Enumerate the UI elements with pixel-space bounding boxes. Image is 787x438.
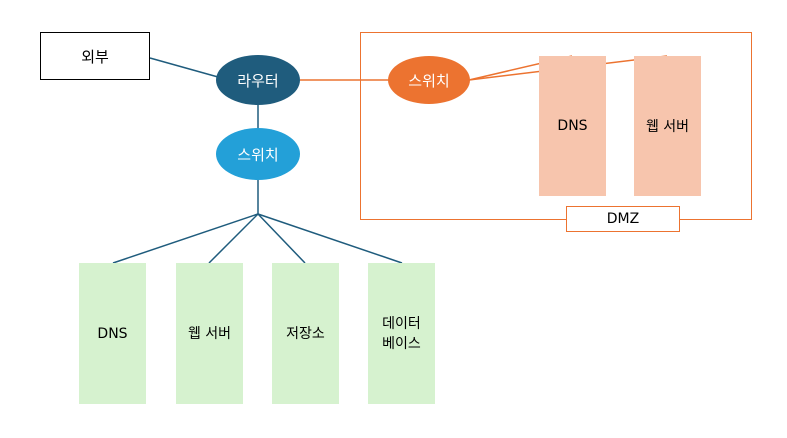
router-node: 라우터	[216, 55, 300, 105]
link-lan-web	[208, 213, 259, 264]
link-lan-database	[257, 213, 403, 264]
dmz-zone	[360, 32, 752, 220]
dmz-web-server: 웹 서버	[634, 56, 701, 196]
link-outside-router	[149, 57, 219, 78]
dmz-label: DMZ	[566, 206, 680, 232]
link-lan-storage	[257, 213, 306, 264]
lan-database-server: 데이터 베이스	[368, 263, 435, 404]
link-lan-dns	[112, 213, 259, 264]
lan-dns-server: DNS	[79, 263, 146, 404]
lan-storage-server: 저장소	[272, 263, 339, 404]
main-switch-node: 스위치	[216, 128, 300, 180]
outside-node: 외부	[40, 32, 150, 80]
dmz-switch-node: 스위치	[388, 56, 470, 104]
dmz-dns-server: DNS	[539, 56, 606, 196]
lan-web-server: 웹 서버	[176, 263, 243, 404]
